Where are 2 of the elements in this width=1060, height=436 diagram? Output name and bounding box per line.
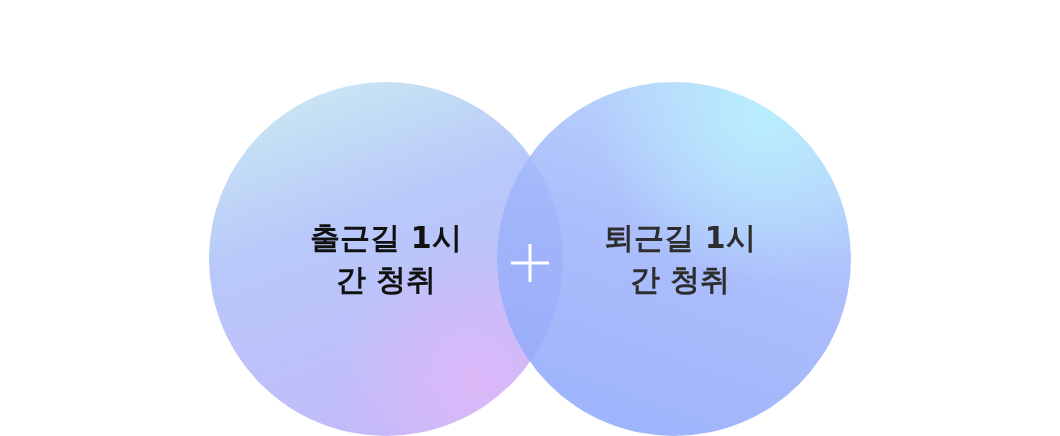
- circle-label: 출근길 1시간 청취: [309, 219, 463, 299]
- circle-label: 퇴근길 1시간 청취: [603, 219, 757, 299]
